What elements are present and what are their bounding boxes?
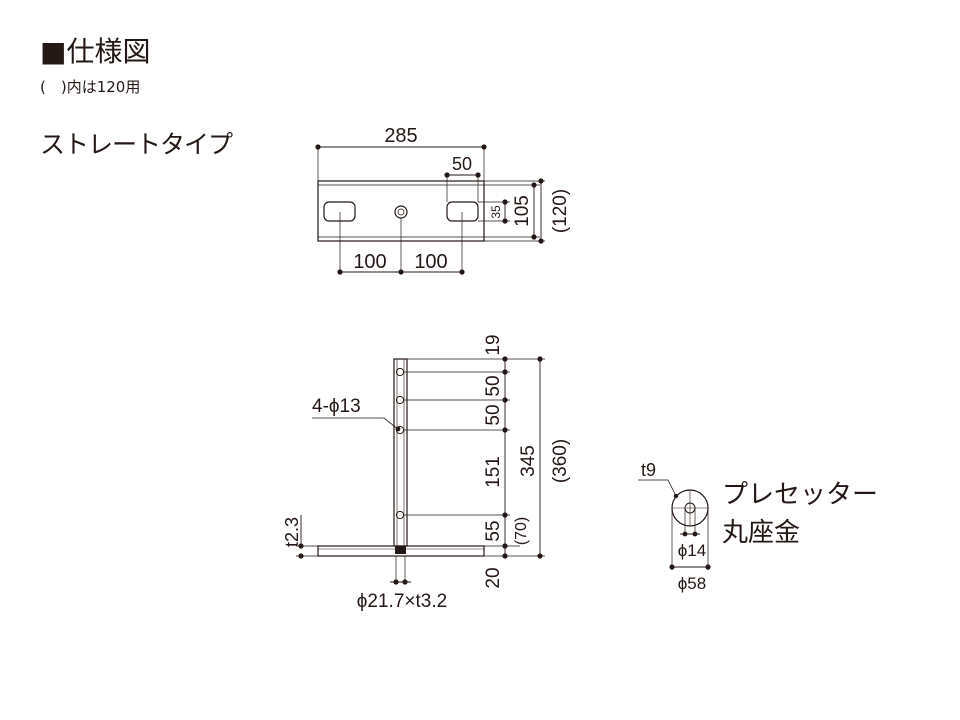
plan-view: [315, 144, 545, 275]
side-dimension-labels: 19 50 50 151 55 (70) 20 345 (360) 4-ϕ13 …: [282, 334, 571, 612]
side-view: [296, 356, 545, 585]
pipe-stub: [395, 546, 406, 554]
dim-100-right: 100: [414, 251, 447, 273]
spec-note: ( )内は120用: [40, 78, 141, 96]
slot-left: [323, 201, 356, 222]
washer-name-line1: プレセッター: [722, 480, 879, 510]
dim-50-slot: 50: [452, 154, 472, 174]
hole-4: [395, 510, 405, 520]
hole-1: [395, 367, 405, 377]
dim-285: 285: [384, 125, 417, 147]
dim-120-alt: (120): [550, 189, 571, 233]
dim-50-a: 50: [483, 375, 504, 396]
slot-right: [446, 201, 479, 222]
dim-55: 55: [483, 520, 504, 541]
center-hole: [394, 205, 408, 219]
dim-70-alt: (70): [513, 517, 530, 545]
dim-151: 151: [483, 456, 504, 488]
post: [393, 358, 408, 547]
hole-2: [395, 395, 405, 405]
washer-drawing: [638, 479, 711, 570]
spec-title: ■仕様図: [40, 35, 151, 68]
washer-outer-diameter: ϕ58: [678, 574, 706, 593]
washer-labels: t9 ϕ14 ϕ58: [641, 460, 706, 593]
pipe-label: ϕ21.7×t3.2: [357, 591, 447, 612]
dim-50-b: 50: [483, 404, 504, 425]
dim-345: 345: [518, 445, 539, 477]
dim-360-alt: (360): [550, 439, 571, 483]
washer-name-line2: 丸座金: [722, 518, 801, 548]
dim-100-left: 100: [353, 251, 386, 273]
dim-20: 20: [483, 567, 504, 588]
type-label: ストレートタイプ: [40, 130, 233, 159]
washer-thickness: t9: [641, 460, 656, 480]
washer-inner-diameter: ϕ14: [678, 541, 706, 560]
holes-label: 4-ϕ13: [312, 396, 361, 417]
dim-35: 35: [489, 205, 503, 219]
dim-105: 105: [512, 195, 533, 227]
dim-19: 19: [483, 334, 504, 355]
plan-dimension-labels: 285 50 100 100 35 105 (120): [353, 125, 571, 273]
plate-thickness-label: t2.3: [282, 517, 302, 547]
